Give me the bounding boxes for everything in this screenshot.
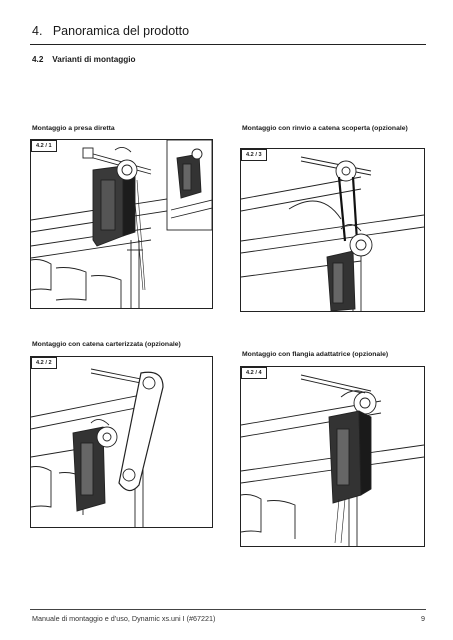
- drive-illustration: [31, 368, 164, 527]
- figure-tag: 4.2 / 3: [241, 149, 267, 161]
- variant-caption-open-chain: Montaggio con rinvio a catena scoperta (…: [242, 125, 408, 132]
- page-number: 9: [421, 614, 425, 623]
- figure-enclosed-chain-mount: 4.2 / 2: [30, 356, 213, 528]
- variant-caption-adapter-flange: Montaggio con flangia adattatrice (opzio…: [242, 351, 389, 358]
- variant-caption-enclosed-chain: Montaggio con catena carterizzata (opzio…: [32, 341, 181, 348]
- figure-open-chain-mount: 4.2 / 3: [240, 148, 425, 312]
- chapter-title: 4. Panoramica del prodotto: [32, 24, 190, 38]
- footer-manual-title: Manuale di montaggio e d’uso, Dynamic xs…: [32, 614, 216, 623]
- section-heading: 4.2 Varianti di montaggio: [32, 55, 136, 64]
- drive-illustration: [241, 156, 424, 311]
- drive-illustration: [31, 140, 212, 308]
- figure-tag: 4.2 / 1: [31, 140, 57, 152]
- drive-illustration: [241, 374, 424, 546]
- chapter-divider: [30, 44, 426, 45]
- figure-adapter-flange-mount: 4.2 / 4: [240, 366, 425, 547]
- figure-tag: 4.2 / 4: [241, 367, 267, 379]
- footer-divider: [30, 609, 426, 610]
- variant-caption-direct: Montaggio a presa diretta: [32, 125, 115, 132]
- figure-direct-mount: 4.2 / 1: [30, 139, 213, 309]
- section-title: Varianti di montaggio: [52, 55, 136, 64]
- section-number: 4.2: [32, 55, 44, 64]
- figure-tag: 4.2 / 2: [31, 357, 57, 369]
